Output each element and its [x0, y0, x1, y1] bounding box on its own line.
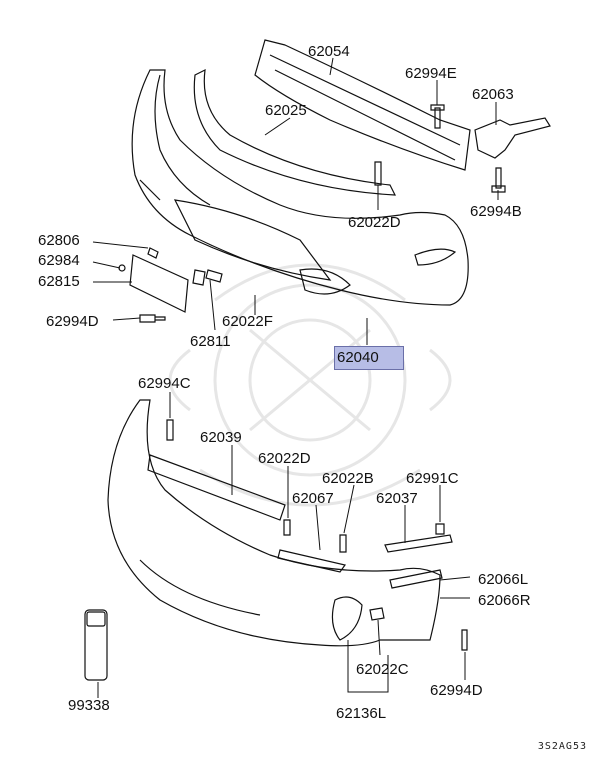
part-label-62039[interactable]: 62039: [200, 429, 242, 446]
diagram-code: 3S2AG53: [537, 741, 587, 752]
part-label-62994D-left[interactable]: 62994D: [46, 313, 99, 330]
part-label-62066R[interactable]: 62066R: [478, 592, 531, 609]
strip-62037: [384, 534, 453, 553]
part-label-62994B[interactable]: 62994B: [470, 203, 522, 220]
strip-62039: [147, 454, 286, 521]
part-label-62037[interactable]: 62037: [376, 490, 418, 507]
bracket-62066: [389, 569, 443, 589]
leader-lines: [92, 57, 499, 698]
part-label-62022D-top[interactable]: 62022D: [348, 214, 401, 231]
absorber-62054: [254, 39, 471, 171]
part-label-62806[interactable]: 62806: [38, 232, 80, 249]
part-label-62063[interactable]: 62063: [472, 86, 514, 103]
part-label-62984[interactable]: 62984: [38, 252, 80, 269]
part-label-62067[interactable]: 62067: [292, 490, 334, 507]
bumper-cover-upper: [131, 69, 469, 306]
part-label-62991C[interactable]: 62991C: [406, 470, 459, 487]
part-label-62811[interactable]: 62811: [190, 333, 231, 350]
part-label-62136L[interactable]: 62136L: [336, 705, 387, 722]
strip-62067: [277, 549, 347, 573]
part-label-62054[interactable]: 62054: [308, 43, 350, 60]
part-label-62066L[interactable]: 62066L: [478, 571, 529, 588]
part-label-62040[interactable]: 62040: [334, 346, 404, 370]
upper-bumper-group: [118, 39, 551, 323]
watermark-logo: [168, 263, 452, 507]
part-label-99338[interactable]: 99338: [68, 697, 110, 714]
part-label-62994D-right[interactable]: 62994D: [430, 682, 483, 699]
sealant-bottle: [84, 609, 108, 681]
part-label-62022D-mid[interactable]: 62022D: [258, 450, 311, 467]
bracket-62063: [474, 117, 551, 159]
part-label-62022F[interactable]: 62022F: [222, 313, 273, 330]
part-label-62994C[interactable]: 62994C: [138, 375, 191, 392]
foglamp-62136: [331, 596, 363, 641]
reinforcement-62025: [193, 68, 396, 196]
lower-bumper-group: [84, 399, 468, 681]
bumper-cover-lower: [107, 399, 441, 647]
plate-62815: [129, 254, 189, 313]
part-label-62022B[interactable]: 62022B: [322, 470, 374, 487]
part-label-62025[interactable]: 62025: [265, 102, 307, 119]
part-label-62022C[interactable]: 62022C: [356, 661, 409, 678]
part-label-62815[interactable]: 62815: [38, 273, 80, 290]
part-label-62994E[interactable]: 62994E: [405, 65, 457, 82]
